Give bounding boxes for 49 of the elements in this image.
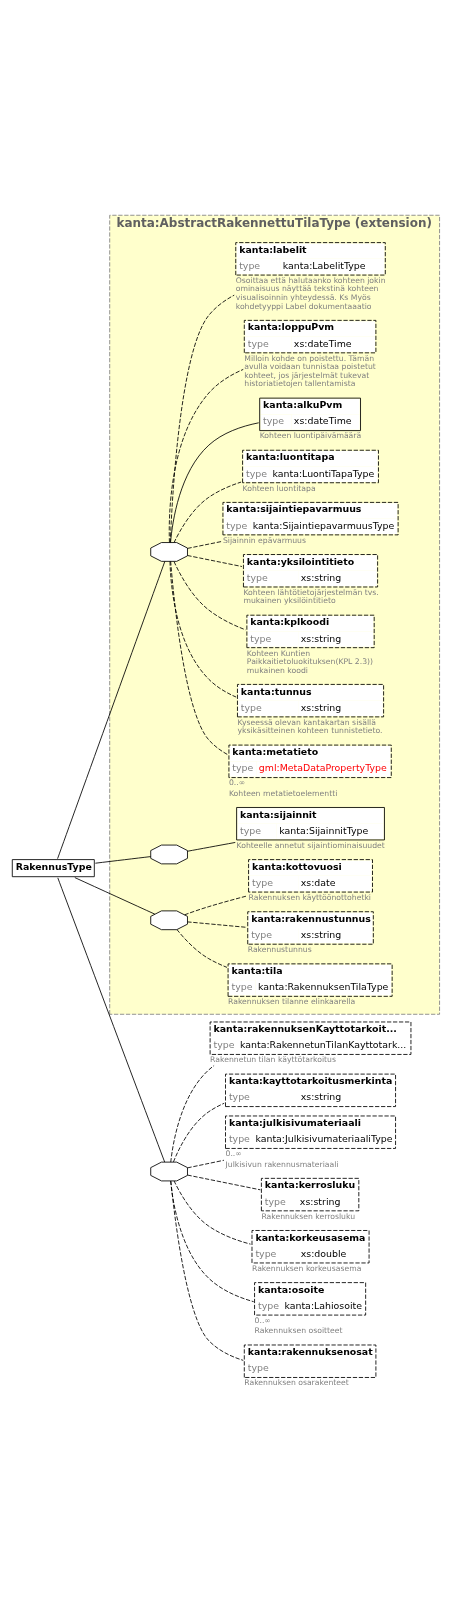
node-label: Julkisivun rakennusmateriaali [225, 1159, 339, 1169]
node-octagon [150, 1161, 188, 1182]
connector [57, 877, 166, 1163]
connector [173, 481, 242, 543]
node-octagon [150, 542, 188, 562]
connector [168, 368, 244, 543]
node-label: Rakennuksen osarakenteet [244, 1378, 349, 1388]
node-label: Rakennuksen korkeusasema [251, 1263, 362, 1273]
node-label: 0..∞ [225, 1149, 242, 1159]
node-label: Rakennuksen osoitteet [254, 1326, 343, 1336]
connector [94, 856, 152, 864]
connector [187, 1174, 261, 1191]
node-octagon [150, 910, 188, 931]
connector [176, 929, 228, 968]
connector [57, 560, 166, 860]
node-label: Rakennuksen kerrosluku [261, 1211, 356, 1221]
connector [173, 1180, 251, 1245]
node-label: Milloin kohde on poistettu. Tämän avulla voidaan tunnistaa poistetut kohteet, jos järjestelmät tukevat historiatietojen tallentamista [244, 353, 376, 389]
connector [187, 541, 222, 549]
node-label: Kohteen Kuntien Paikkaitietoluokituksen(KPL 2.3)) mukainen koodi [246, 648, 374, 675]
connector [187, 921, 247, 928]
connector [173, 1102, 225, 1163]
node-label: Rakennustunnus [247, 945, 312, 955]
node-label: 0..∞ [228, 778, 246, 788]
node-label: Rakennetun tilan käyttötarkoitus [210, 1055, 337, 1065]
connector [74, 877, 156, 915]
connector [169, 561, 237, 698]
node-label: Kohteen luontipäivämäärä [259, 431, 362, 441]
connector [173, 561, 246, 631]
connector [187, 1159, 225, 1169]
connector [170, 1180, 255, 1303]
node-label: Osoittaa että halutaanko kohteen jokin ominaisuus näyttää tekstinä kohteen visualisoinnin yhteydessä. Ks Myös kohdetyyppi Label dokumentaaatio [235, 275, 386, 311]
node-label: Kyseessä olevan kantakartan sisällä yksikäsitteinen kohteen tunnistetieto. [237, 717, 383, 736]
node-label: 0..∞ [254, 1315, 271, 1325]
node-label: Kohteen metatietoelementti [228, 788, 338, 798]
connector [187, 842, 236, 852]
node-label: Sijainnin epävarmuus [222, 535, 306, 545]
connector [187, 555, 243, 567]
node-label: Kohteen lähtötietojärjestelmän tvs. mukainen yksilöintitieto [243, 587, 379, 606]
node-label: Kohteelle annetut sijaintiominaisuudet [236, 840, 385, 850]
connector [170, 1065, 215, 1163]
node-label: Rakennuksen käyttöönottohetki [248, 892, 372, 902]
node-label: Kohteen luontitapa [242, 483, 316, 493]
connector [169, 294, 235, 543]
connector [170, 1180, 244, 1361]
connector [170, 422, 260, 543]
node-octagon [150, 844, 188, 865]
connector [184, 895, 248, 916]
node-label: Rakennuksen tilanne elinkaarella [228, 997, 356, 1007]
